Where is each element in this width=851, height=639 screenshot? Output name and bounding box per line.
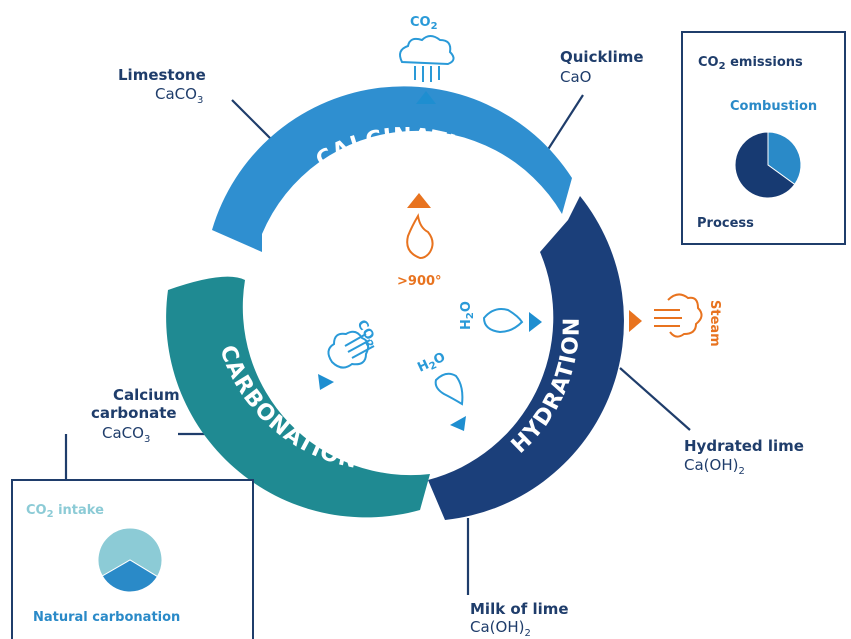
h2o-label-b: H2O xyxy=(415,350,448,378)
co2-top-label: CO2 xyxy=(410,15,438,32)
limestone-formula: CaCO3 xyxy=(155,85,203,106)
milk-of-lime-formula: Ca(OH)2 xyxy=(470,618,531,639)
milk-of-lime-name: Milk of lime xyxy=(470,600,569,618)
limestone-name: Limestone xyxy=(118,66,206,84)
hydration-arc xyxy=(428,196,624,520)
steam-label: Steam xyxy=(707,300,722,347)
natural-carbonation-label: Natural carbonation xyxy=(33,610,180,625)
water-drop-icon-b xyxy=(434,372,464,406)
calcium-carbonate-name-line1: Calcium xyxy=(113,386,180,404)
calcination-arc xyxy=(212,86,572,252)
co2-intake-cloud-icon xyxy=(327,330,375,369)
pie-slice-process xyxy=(734,131,796,199)
combustion-label: Combustion xyxy=(730,99,817,114)
h2o-arrow-a xyxy=(529,312,542,332)
pie-slice-co2-intake xyxy=(97,527,163,578)
quicklime-name: Quicklime xyxy=(560,48,644,66)
intake-title: CO2 intake xyxy=(26,503,104,520)
calcium-carbonate-name-line2: carbonate xyxy=(91,404,177,422)
steam-cloud-icon xyxy=(654,293,703,338)
temperature-label: >900° xyxy=(397,274,442,289)
pie-slice-natural-carbonation xyxy=(101,559,159,593)
h2o-label-a: H2O xyxy=(459,301,476,330)
co2-carbonation-label: CO2 xyxy=(352,318,381,350)
emissions-title: CO2 emissions xyxy=(698,55,803,72)
steam-arrow xyxy=(629,310,642,332)
process-label: Process xyxy=(697,216,754,231)
h2o-arrow-b xyxy=(450,416,466,431)
hydrated-lime-name: Hydrated lime xyxy=(684,437,804,455)
carbonation-arc xyxy=(166,276,431,518)
intake-pie-chart xyxy=(97,527,163,593)
co2-up-arrow xyxy=(416,91,436,104)
co2-cloud-icon xyxy=(399,35,455,82)
hydrated-lime-leader xyxy=(619,367,691,431)
calcium-carbonate-formula: CaCO3 xyxy=(102,424,150,445)
emissions-pie-chart xyxy=(734,131,802,199)
water-drop-icon-a xyxy=(482,308,524,334)
flame-icon xyxy=(406,213,434,260)
hydrated-lime-formula: Ca(OH)2 xyxy=(684,456,745,477)
co2-intake-arrow xyxy=(318,374,334,390)
quicklime-formula: CaO xyxy=(560,68,591,86)
heat-up-arrow xyxy=(407,193,431,208)
pie-slice-combustion xyxy=(767,131,802,186)
